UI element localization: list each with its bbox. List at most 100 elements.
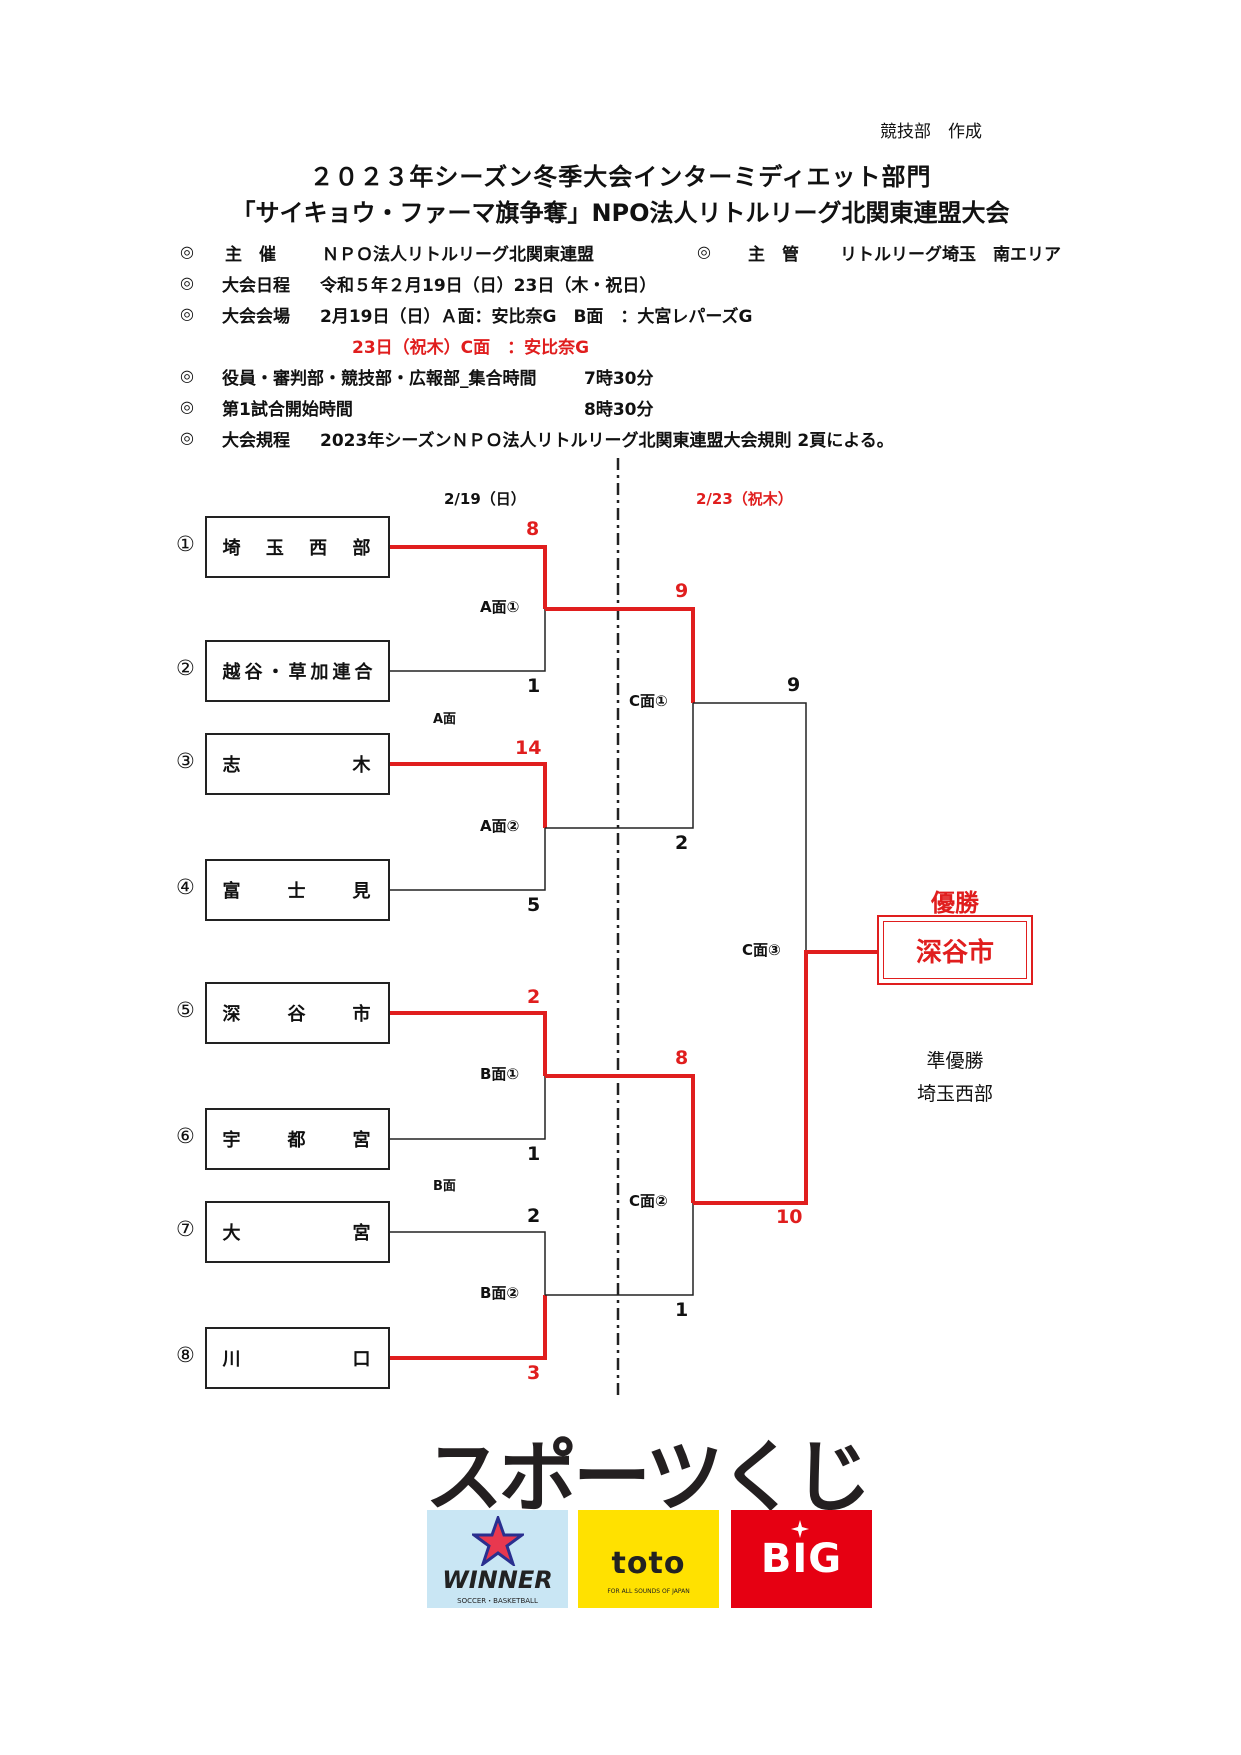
host-label: 主 催	[225, 245, 276, 265]
team-name: 深谷市	[222, 1004, 373, 1025]
line-team8	[390, 1295, 547, 1360]
bullet-mark: ◎	[180, 428, 194, 447]
venue-value-2: 23日（祝木）C面 ：安比奈G	[352, 338, 590, 358]
court-c2: C面②	[629, 1192, 668, 1210]
manager-label: 主 管	[748, 245, 799, 265]
team-box-2: 越谷・草加連合	[205, 640, 390, 702]
title-line1: ２０２３年シーズン冬季大会インターミディエット部門	[309, 163, 932, 191]
schedule-value: 令和５年２月19日（日）23日（木・祝日）	[320, 276, 657, 296]
champion-name: 深谷市	[883, 921, 1027, 979]
start-label: 第1試合開始時間	[222, 400, 353, 420]
line-team7	[390, 1231, 546, 1295]
venue-value: 2月19日（日）Ａ面：安比奈G B面 ：大宮レパーズG	[320, 307, 753, 327]
bullet-mark: ◎	[180, 273, 194, 292]
team-box-7: 大宮	[205, 1201, 390, 1263]
score-team7: 2	[527, 1205, 541, 1227]
team-name: 志木	[222, 755, 373, 776]
score-team8: 3	[527, 1362, 541, 1384]
bullet-mark: ◎	[180, 304, 194, 323]
line-team3	[390, 762, 547, 828]
score-final-2: 10	[776, 1206, 803, 1228]
line-final-top	[693, 702, 807, 952]
champion-label: 優勝	[931, 889, 979, 917]
seed-7: ⑦	[176, 1217, 195, 1241]
meeting-time: 7時30分	[584, 369, 654, 389]
team-box-4: 富士見	[205, 859, 390, 921]
seed-8: ⑧	[176, 1343, 195, 1367]
line-r2-top	[545, 607, 695, 703]
big-text: BIG	[760, 1536, 843, 1582]
author-note: 競技部 作成	[880, 122, 982, 142]
team-box-8: 川口	[205, 1327, 390, 1389]
score-r2-4: 1	[675, 1299, 689, 1321]
date-day2: 2/23（祝木）	[696, 490, 793, 508]
line-r2-third	[545, 1074, 695, 1203]
team-name: 宇都宮	[222, 1130, 373, 1151]
team-name: 富士見	[222, 881, 373, 902]
big-logo: BIG	[731, 1510, 872, 1608]
champion-box: 深谷市	[877, 915, 1033, 985]
team-name: 川口	[222, 1349, 373, 1370]
schedule-label: 大会日程	[222, 276, 290, 296]
seed-6: ⑥	[176, 1124, 195, 1148]
runner-up-label: 準優勝	[926, 1050, 984, 1072]
court-c1: C面①	[629, 692, 668, 710]
team-box-1: 埼玉西部	[205, 516, 390, 578]
bullet-mark: ◎	[697, 242, 711, 261]
score-final-1: 9	[787, 674, 801, 696]
seed-3: ③	[176, 749, 195, 773]
team-name: 越谷・草加連合	[222, 662, 373, 683]
host-value: ＮＰＯ法人リトルリーグ北関東連盟	[322, 245, 594, 265]
court-c3: C面③	[742, 941, 781, 959]
team-name: 埼玉西部	[222, 538, 373, 559]
score-team2: 1	[527, 675, 541, 697]
line-final-bottom	[693, 950, 877, 1205]
score-team5: 2	[527, 986, 541, 1008]
line-team2	[390, 609, 546, 672]
toto-subtext: FOR ALL SOUNDS OF JAPAN	[607, 1588, 690, 1595]
title-line2: 「サイキョウ・ファーマ旗争奪」NPO法人リトルリーグ北関東連盟大会	[231, 199, 1010, 227]
score-team3: 14	[515, 737, 542, 759]
line-team6	[390, 1076, 546, 1140]
bullet-mark: ◎	[180, 397, 194, 416]
meeting-label: 役員・審判部・競技部・広報部_集合時間	[222, 369, 537, 389]
winner-text: WINNER	[442, 1566, 553, 1594]
line-team4	[390, 828, 546, 891]
team-box-5: 深谷市	[205, 982, 390, 1044]
rules-label: 大会規程	[222, 431, 290, 451]
toto-text: toto	[611, 1546, 686, 1581]
rules-value: 2023年シーズンＮＰＯ法人リトルリーグ北関東連盟大会規則 2頁による。	[320, 431, 894, 451]
seed-4: ④	[176, 875, 195, 899]
score-team4: 5	[527, 894, 541, 916]
runner-up-name: 埼玉西部	[916, 1083, 993, 1105]
seed-1: ①	[176, 532, 195, 556]
bullet-mark: ◎	[180, 242, 194, 261]
court-b-note: B面	[433, 1179, 456, 1194]
court-b2: B面②	[480, 1284, 520, 1302]
date-day1: 2/19（日）	[444, 490, 526, 508]
bullet-mark: ◎	[180, 366, 194, 385]
sparkle-icon	[791, 1520, 809, 1538]
court-a-note: A面	[433, 712, 457, 727]
start-time: 8時30分	[584, 400, 654, 420]
score-team6: 1	[527, 1143, 541, 1165]
sports-kuji-logo: スポーツくじ	[425, 1433, 871, 1523]
winner-logo: WINNER SOCCER・BASKETBALL	[427, 1510, 568, 1608]
winner-subtext: SOCCER・BASKETBALL	[457, 1597, 538, 1605]
venue-label: 大会会場	[222, 307, 290, 327]
team-box-3: 志木	[205, 733, 390, 795]
toto-logo: toto FOR ALL SOUNDS OF JAPAN	[578, 1510, 719, 1608]
line-team1	[390, 545, 547, 609]
manager-value: リトルリーグ埼玉 南エリア	[840, 245, 1061, 265]
court-a1: A面①	[480, 598, 520, 616]
line-r2-second	[545, 703, 694, 829]
seed-2: ②	[176, 656, 195, 680]
line-team5	[390, 1011, 547, 1076]
score-team1: 8	[526, 518, 540, 540]
score-r2-1: 9	[675, 580, 689, 602]
court-a2: A面②	[480, 817, 520, 835]
team-name: 大宮	[222, 1223, 373, 1244]
court-b1: B面①	[480, 1065, 520, 1083]
line-r2-fourth	[545, 1203, 694, 1296]
